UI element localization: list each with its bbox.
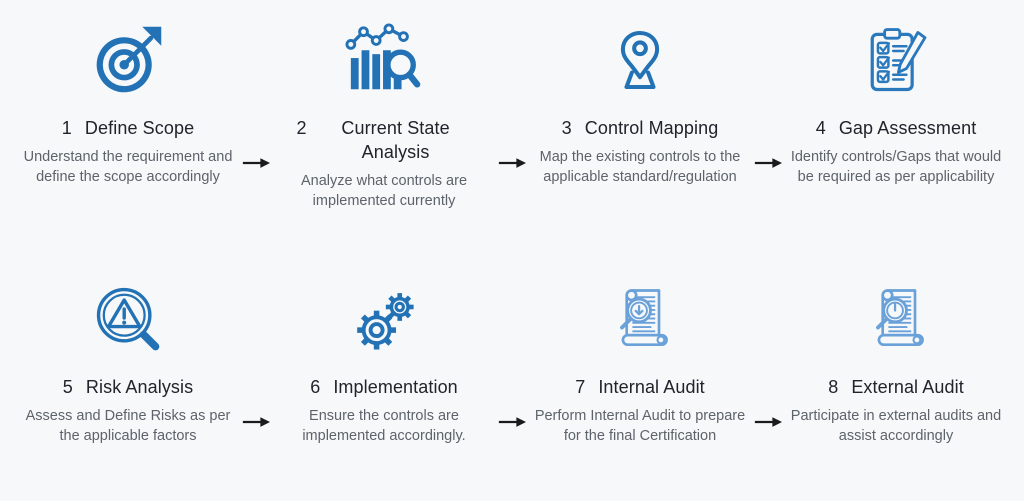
step-4: 4 Gap Assessment Identify controls/Gaps …: [782, 16, 1010, 187]
step-title-line: 7 Internal Audit: [575, 375, 705, 399]
step-number: 7: [575, 377, 586, 397]
arrow-icon: [498, 16, 526, 170]
arrow-icon: [242, 16, 270, 170]
step-number: 1: [61, 118, 72, 138]
step-1: 1 Define Scope Understand the requiremen…: [14, 16, 242, 187]
step-description: Ensure the controls are implemented acco…: [302, 408, 466, 444]
step-title: Gap Assessment: [838, 118, 977, 138]
step-description: Understand the requirement and define th…: [23, 149, 233, 185]
step-title-line: 2 Current State Analysis: [296, 116, 471, 164]
step-7: 7 Internal Audit Perform Internal Audit …: [526, 275, 754, 446]
step-title: Current State Analysis: [341, 118, 450, 162]
arrow-icon: [754, 275, 782, 429]
arrow-icon: [498, 275, 526, 429]
risk-magnifier-icon: [90, 275, 166, 363]
step-number: 4: [815, 118, 826, 138]
step-title-line: 6 Implementation: [310, 375, 458, 399]
gears-icon: [347, 275, 421, 363]
step-number: 5: [62, 377, 73, 397]
step-title: Internal Audit: [598, 377, 705, 397]
step-description: Participate in external audits and assis…: [790, 408, 1002, 444]
step-2: 2 Current State Analysis Analyze what co…: [270, 16, 498, 211]
step-title-line: 5 Risk Analysis: [63, 375, 193, 399]
step-title: External Audit: [851, 377, 964, 397]
process-row-1: 1 Define Scope Understand the requiremen…: [14, 16, 1010, 211]
step-description: Assess and Define Risks as per the appli…: [25, 408, 231, 444]
step-5: 5 Risk Analysis Assess and Define Risks …: [14, 275, 242, 446]
step-number: 8: [828, 377, 839, 397]
step-description: Perform Internal Audit to prepare for th…: [534, 408, 746, 444]
step-number: 6: [310, 377, 321, 397]
step-title: Implementation: [333, 377, 458, 397]
arrow-icon: [242, 275, 270, 429]
step-6: 6 Implementation Ensure the controls are…: [270, 275, 498, 446]
chart-magnifier-icon: [342, 16, 426, 104]
step-title-line: 4 Gap Assessment: [816, 116, 977, 140]
step-title-line: 3 Control Mapping: [562, 116, 719, 140]
step-description: Analyze what controls are implemented cu…: [300, 173, 468, 209]
step-8: 8 External Audit Participate in external…: [782, 275, 1010, 446]
arrow-icon: [754, 16, 782, 170]
step-3: 3 Control Mapping Map the existing contr…: [526, 16, 754, 187]
step-description: Map the existing controls to the applica…: [539, 149, 741, 185]
step-title: Control Mapping: [584, 118, 719, 138]
process-row-2: 5 Risk Analysis Assess and Define Risks …: [14, 275, 1010, 446]
target-icon: [90, 16, 166, 104]
map-pin-icon: [604, 16, 676, 104]
step-description: Identify controls/Gaps that would be req…: [790, 149, 1002, 185]
audit-scroll-icon: [858, 275, 934, 363]
step-title: Define Scope: [84, 118, 195, 138]
step-number: 2: [296, 118, 307, 138]
step-title-line: 8 External Audit: [828, 375, 964, 399]
step-number: 3: [561, 118, 572, 138]
checklist-pencil-icon: [858, 16, 934, 104]
step-title: Risk Analysis: [85, 377, 194, 397]
step-title-line: 1 Define Scope: [62, 116, 194, 140]
audit-scroll-icon: [602, 275, 678, 363]
